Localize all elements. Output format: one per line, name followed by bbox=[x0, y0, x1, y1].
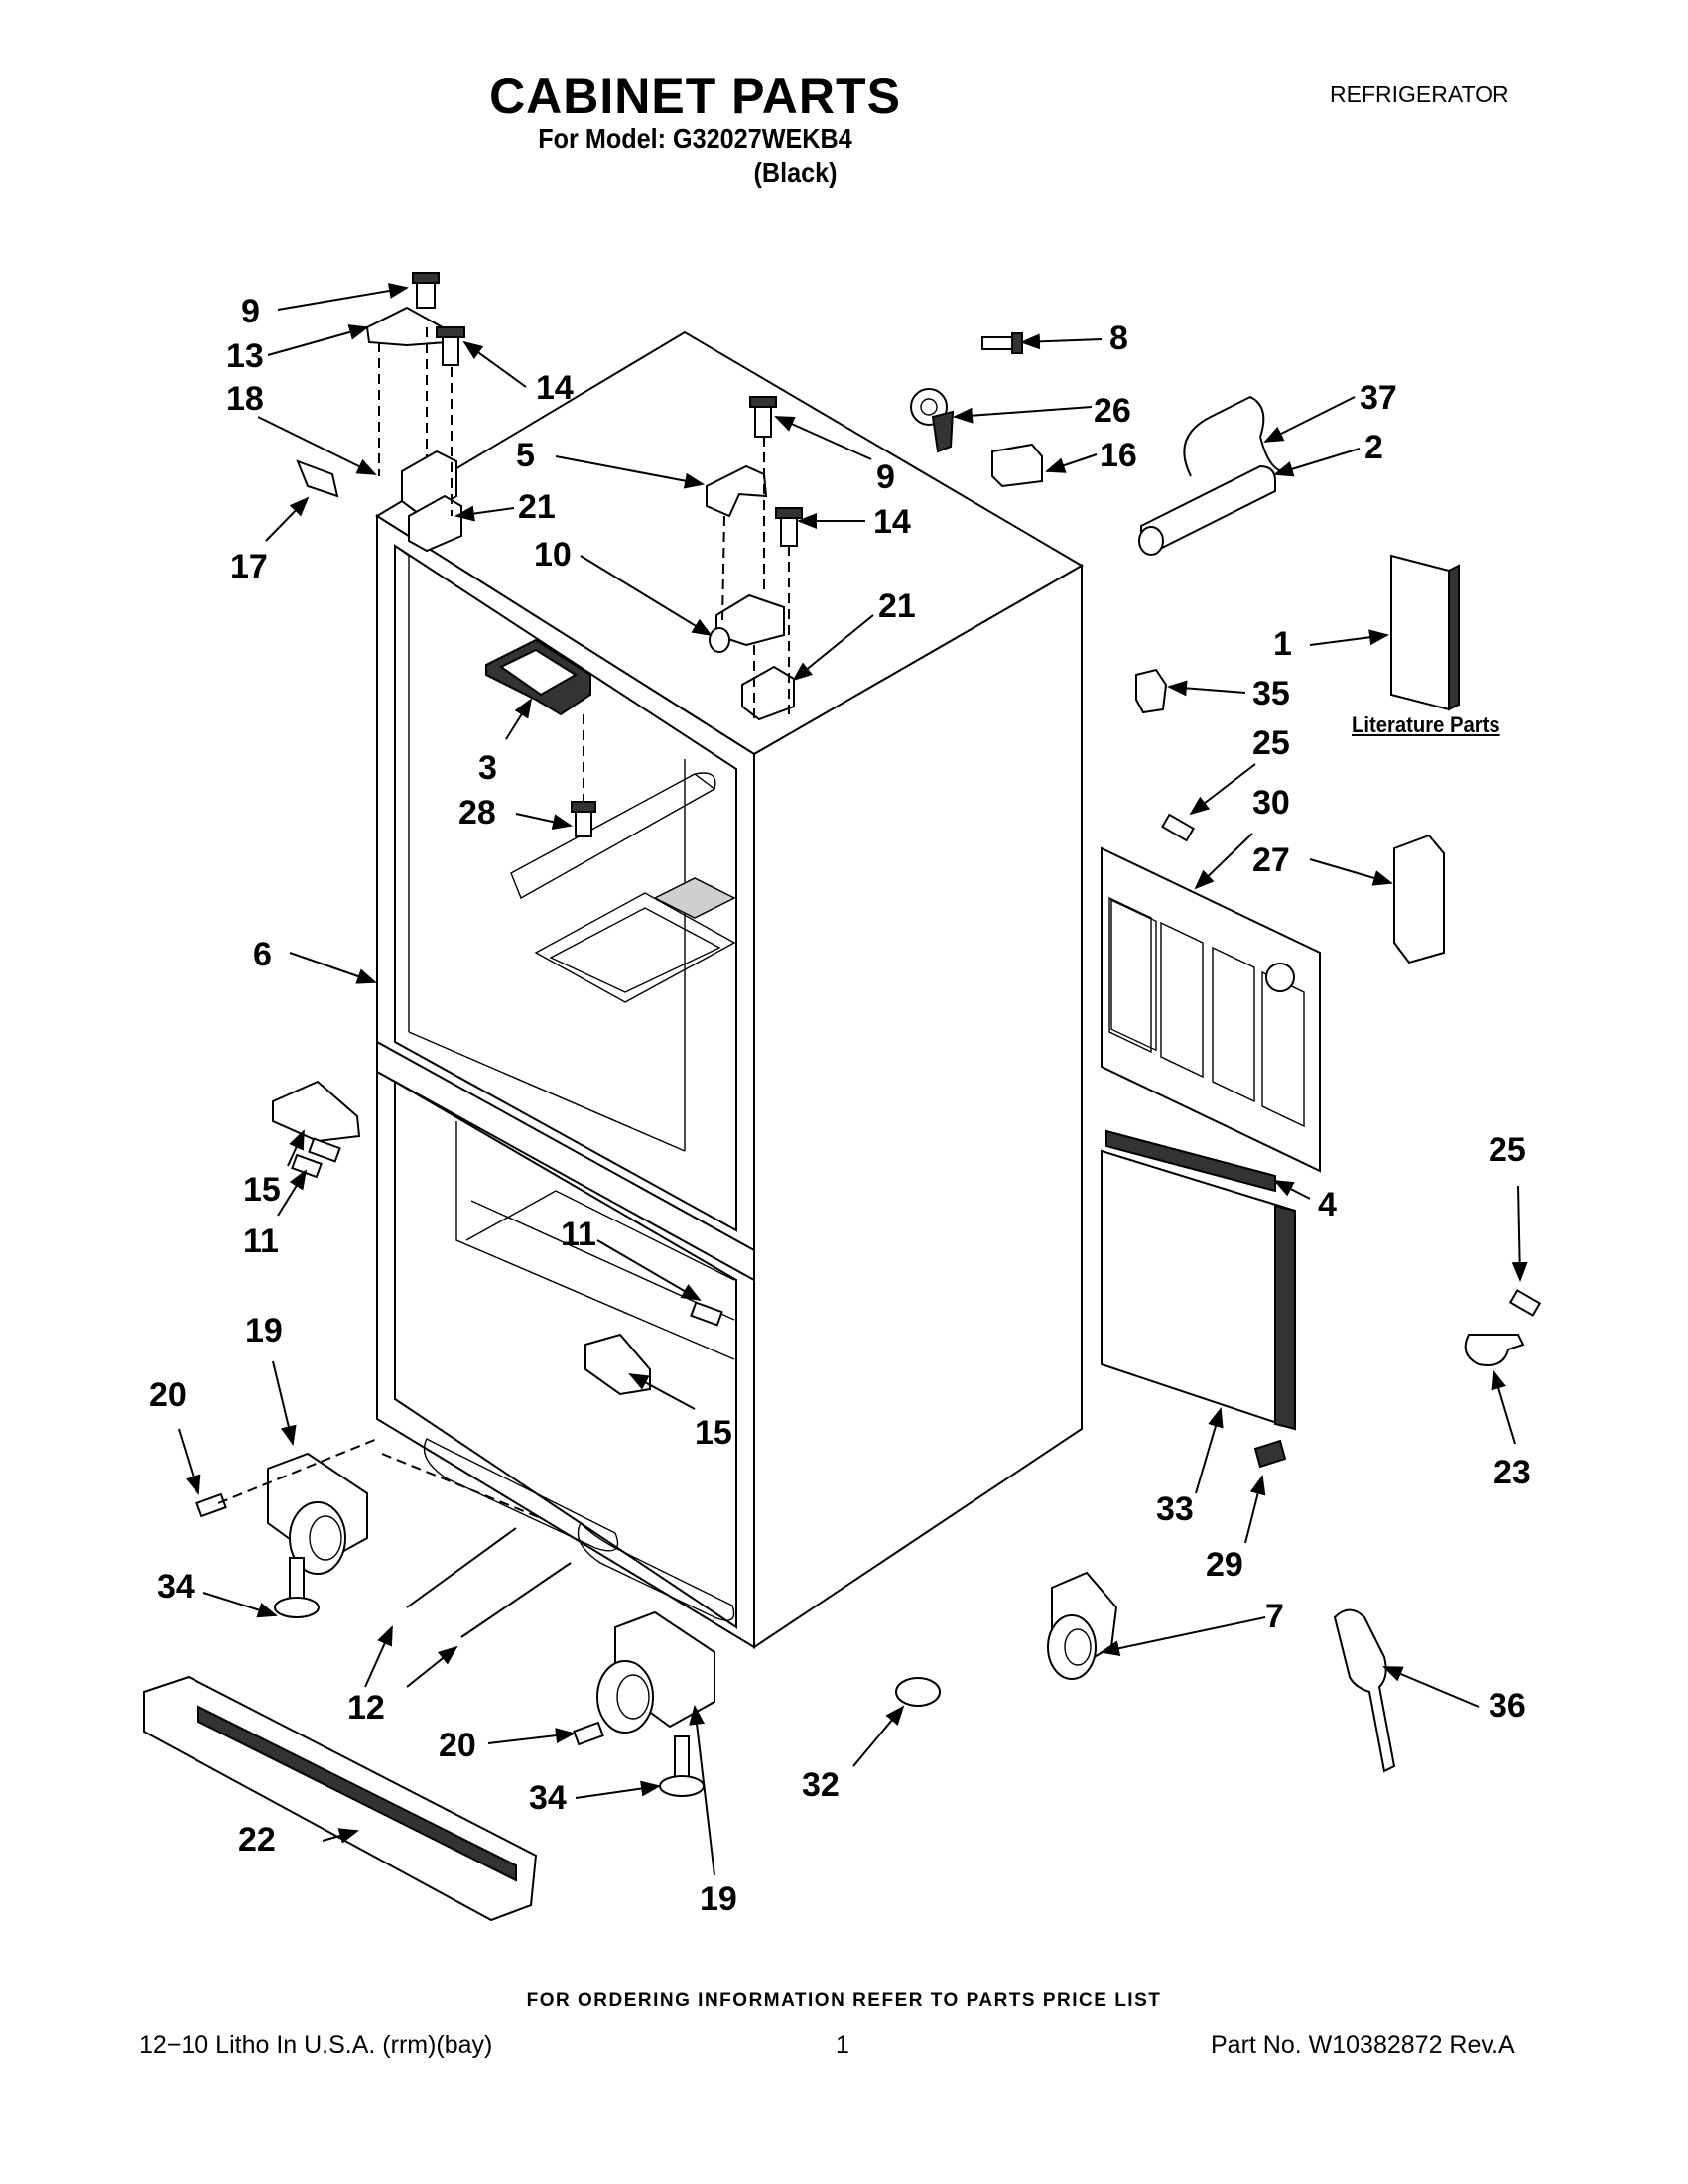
literature-parts-label: Literature Parts bbox=[1352, 712, 1500, 737]
callout: 26 bbox=[1094, 392, 1131, 430]
callout: 19 bbox=[700, 1880, 737, 1918]
callout: 25 bbox=[1489, 1131, 1526, 1169]
callout: 21 bbox=[518, 488, 556, 526]
part-12-rods bbox=[406, 1527, 572, 1638]
callout: 34 bbox=[157, 1568, 195, 1606]
color-line: (Black) bbox=[753, 157, 838, 188]
callout: 20 bbox=[149, 1376, 187, 1414]
callout: 28 bbox=[458, 794, 496, 832]
litho-info: 12−10 Litho In U.S.A. (rrm)(bay) bbox=[139, 2031, 493, 2059]
callout: 33 bbox=[1156, 1490, 1194, 1528]
callout: 7 bbox=[1265, 1598, 1284, 1635]
callout: 18 bbox=[226, 380, 264, 418]
callout: 25 bbox=[1252, 724, 1290, 762]
part-29-clip bbox=[1253, 1439, 1287, 1469]
model-line: For Model: G32027WEKB4 bbox=[538, 123, 852, 154]
part-3-fitting bbox=[485, 638, 596, 837]
callout: 30 bbox=[1252, 784, 1290, 822]
callout: 12 bbox=[347, 1689, 385, 1727]
left-top-hinge bbox=[296, 272, 465, 553]
part-26-bracket bbox=[910, 332, 1043, 488]
part-33-cover bbox=[1101, 1149, 1296, 1431]
part-7-roller bbox=[1047, 1571, 1118, 1680]
callout: 9 bbox=[876, 458, 895, 496]
part-22-toe-grille bbox=[143, 1675, 538, 1922]
part-19-roller-left bbox=[195, 1438, 542, 1575]
callout: 9 bbox=[241, 293, 260, 330]
callout: 34 bbox=[529, 1779, 567, 1817]
callout: 19 bbox=[245, 1312, 283, 1349]
page-title: CABINET PARTS bbox=[489, 68, 901, 124]
callout: 15 bbox=[243, 1171, 281, 1209]
part-2-tube bbox=[1138, 395, 1291, 556]
callout: 4 bbox=[1318, 1186, 1337, 1223]
callout: 35 bbox=[1252, 675, 1290, 712]
callout-numbers: 9 13 14 18 17 21 5 9 14 10 21 8 26 16 37… bbox=[149, 293, 1531, 1918]
callout: 29 bbox=[1206, 1546, 1243, 1584]
callout: 37 bbox=[1360, 379, 1397, 417]
part-15-hinge-left bbox=[272, 1080, 361, 1179]
category-label: REFRIGERATOR bbox=[1330, 81, 1509, 107]
callout: 36 bbox=[1489, 1687, 1526, 1725]
callout: 10 bbox=[534, 536, 572, 574]
literature-part bbox=[1390, 554, 1460, 711]
callout: 11 bbox=[243, 1222, 279, 1260]
leader-lines bbox=[178, 283, 1528, 1876]
part-23-clamp bbox=[1464, 1289, 1542, 1366]
part-36-wrench bbox=[1333, 1608, 1396, 1773]
refrigerator-cabinet bbox=[375, 330, 1084, 1649]
callout: 23 bbox=[1493, 1454, 1531, 1491]
callout: 16 bbox=[1100, 437, 1137, 474]
callout: 3 bbox=[478, 749, 497, 787]
callout: 2 bbox=[1364, 429, 1383, 466]
part-34-leveler-left bbox=[274, 1557, 320, 1618]
part-19-roller-right bbox=[573, 1610, 715, 1797]
callout: 1 bbox=[1273, 625, 1292, 663]
callout: 20 bbox=[439, 1727, 476, 1764]
callout: 11 bbox=[561, 1216, 596, 1253]
part-32-ring bbox=[895, 1677, 941, 1707]
page-number: 1 bbox=[836, 2031, 849, 2059]
part-30-grille-panel bbox=[1101, 846, 1321, 1173]
right-top-hinge bbox=[706, 396, 803, 724]
part-35-clip bbox=[1135, 668, 1168, 714]
callout: 17 bbox=[230, 548, 268, 585]
ordering-info: FOR ORDERING INFORMATION REFER TO PARTS … bbox=[526, 1991, 1162, 2011]
callout: 22 bbox=[238, 1821, 276, 1859]
part-27-trim bbox=[1393, 834, 1445, 964]
callout: 14 bbox=[873, 503, 911, 541]
callout: 21 bbox=[878, 587, 916, 625]
callout: 27 bbox=[1252, 841, 1290, 879]
callout: 15 bbox=[695, 1414, 732, 1452]
callout: 32 bbox=[802, 1766, 840, 1804]
callout: 8 bbox=[1109, 320, 1128, 357]
callout: 13 bbox=[226, 337, 264, 375]
callout: 6 bbox=[253, 936, 272, 973]
callout: 5 bbox=[516, 437, 535, 474]
callout: 14 bbox=[536, 369, 574, 407]
part-number: Part No. W10382872 Rev.A bbox=[1211, 2031, 1515, 2059]
